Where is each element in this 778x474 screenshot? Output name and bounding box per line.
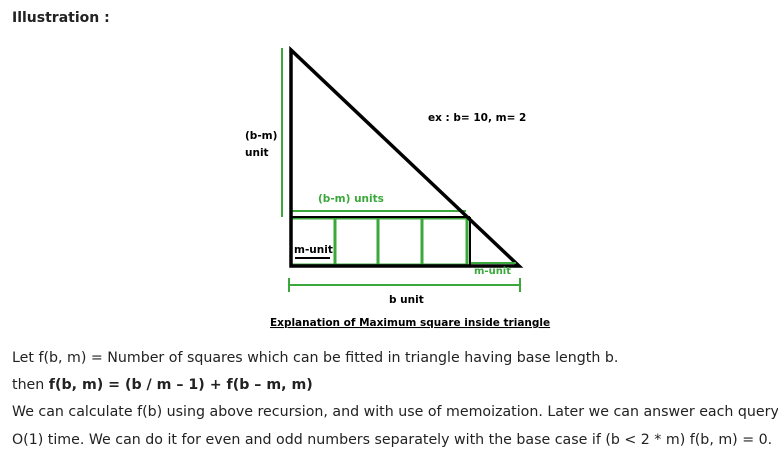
- cell-label: m-unit: [294, 244, 333, 256]
- height-label-line2: unit: [245, 147, 269, 159]
- inner-width-label: (b-m) units: [318, 193, 384, 205]
- section-heading: Illustration :: [12, 10, 110, 26]
- corner-label: m-unit: [474, 266, 511, 277]
- recurrence-formula: f(b, m) = (b / m – 1) + f(b – m, m): [48, 377, 313, 393]
- recurrence-line: then f(b, m) = (b / m – 1) + f(b – m, m): [12, 376, 313, 394]
- triangle-illustration: ex : b= 10, m= 2 (b-m) unit (b-m) units …: [245, 45, 550, 329]
- base-label: b unit: [389, 294, 424, 306]
- figure-caption: Explanation of Maximum square inside tri…: [270, 317, 550, 329]
- explanation-line-1: We can calculate f(b) using above recurs…: [12, 404, 778, 420]
- example-label: ex : b= 10, m= 2: [428, 112, 526, 124]
- definition-text: Let f(b, m) = Number of squares which ca…: [12, 350, 619, 366]
- recurrence-prefix: then: [12, 377, 49, 393]
- height-label-line1: (b-m): [245, 130, 277, 142]
- triangle-shape: [289, 45, 524, 268]
- explanation-line-2: O(1) time. We can do it for even and odd…: [12, 432, 773, 448]
